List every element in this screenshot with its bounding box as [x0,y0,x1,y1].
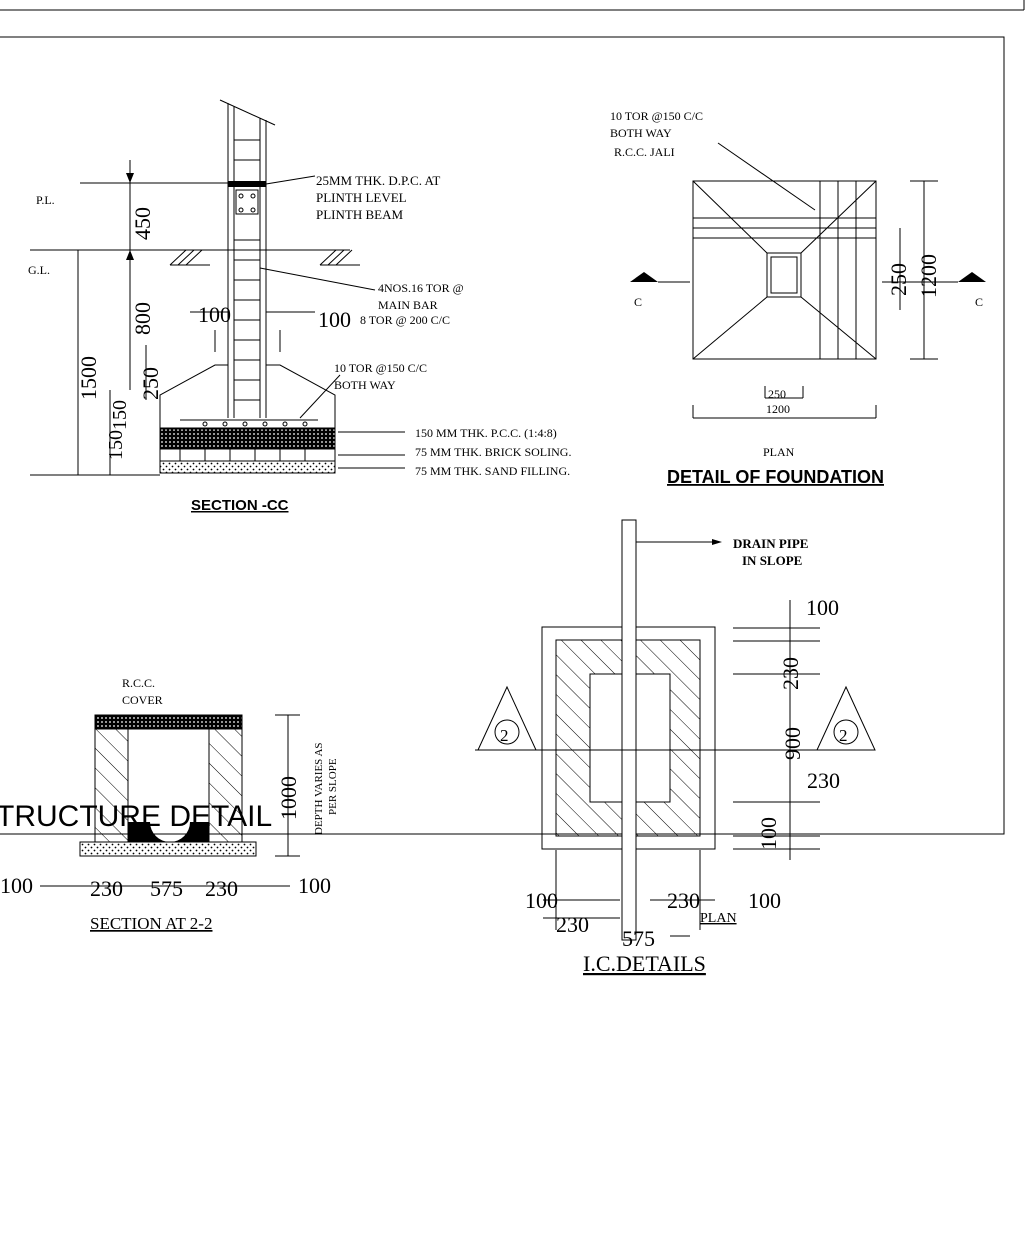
depth-note-2: PER SLOPE [327,758,339,815]
dpc-layer [228,181,266,187]
note-bar-3: 8 TOR @ 200 C/C [360,313,450,327]
foundation-title: DETAIL OF FOUNDATION [667,467,884,487]
footing-bars [202,421,308,427]
fp-note-2: BOTH WAY [610,126,672,140]
foundation-plan: 10 TOR @150 C/C BOTH WAY R.C.C. JALI C C… [610,109,986,487]
section-mark-right-label: 2 [839,726,848,745]
ic-dim-100-bot: 100 [756,817,781,850]
ic-dim-900: 900 [780,727,805,760]
s22-dim-230-l: 230 [90,876,123,901]
sand-filling [159,460,336,474]
ic-dim-100-top: 100 [806,595,839,620]
drain-pipe [621,519,637,941]
dim-100-left: 100 [198,302,231,327]
fp-dim-250-v: 250 [886,263,911,296]
s22-dim-230-r: 230 [205,876,238,901]
note-dpc-2: PLINTH LEVEL [316,190,407,205]
note-dpc-3: PLINTH BEAM [316,207,403,222]
wall-left [94,728,129,843]
channel-bed [128,822,209,842]
ic-dim-230-l: 230 [556,912,589,937]
footing-square [692,180,877,360]
gl-label: G.L. [28,263,50,277]
s22-dim-100-r: 100 [298,873,331,898]
s22-dim-575: 575 [150,876,183,901]
ic-dim-230-r: 230 [667,888,700,913]
section-mark-right [816,685,876,751]
cover-label-1: R.C.C. [122,676,155,690]
note-dpc-1: 25MM THK. D.P.C. AT [316,173,440,188]
fp-plan-label: PLAN [763,445,795,459]
section-22: R.C.C. COVER 1000 DEPTH VARIES AS PER SL… [0,676,339,933]
note-bar-2: MAIN BAR [378,298,438,312]
section-mark-left-label: 2 [500,726,509,745]
note-bar-1: 4NOS.16 TOR @ [378,281,464,295]
layer-brick: 75 MM THK. BRICK SOLING. [415,445,571,459]
cover-label-2: COVER [122,693,163,707]
section-22-title: SECTION AT 2-2 [90,914,212,933]
layer-pcc: 150 MM THK. P.C.C. (1:4:8) [415,426,557,440]
s22-dim-100-l: 100 [0,873,33,898]
depth-note-1: DEPTH VARIES AS [313,742,325,835]
dim-100-right: 100 [318,307,351,332]
wall-right [208,728,243,843]
layer-sand: 75 MM THK. SAND FILLING. [415,464,570,478]
main-frame [0,36,1005,835]
column-inner [770,256,798,294]
ic-title: I.C.DETAILS [583,951,706,976]
ground-hatch [169,249,360,266]
ic-dim-230-top: 230 [778,657,803,690]
pcc-layer [159,428,336,450]
dim-150: 150 [105,430,127,460]
section-cc-title: SECTION -CC [191,497,289,514]
wall-ties [234,139,260,401]
cut-label-left: C [634,295,642,309]
note-tor-1: 10 TOR @150 C/C [334,361,427,375]
note-tor-2: BOTH WAY [334,378,396,392]
section-mark-left [477,685,537,751]
drain-label-2: IN SLOPE [742,553,802,568]
ic-dim-100-l: 100 [525,888,558,913]
fp-dim-250-h: 250 [768,387,786,401]
dim-450: 450 [130,207,155,240]
section-cc: P.L. G.L. 450 800 1500 250 150 150 100 1… [28,99,571,514]
ic-plan-label: PLAN [700,911,737,926]
dim-800: 800 [130,302,155,335]
dim-1000: 1000 [276,776,301,820]
footing-outline [159,364,336,429]
dim-1500: 1500 [76,356,101,400]
ic-dim-230-mid: 230 [807,768,840,793]
ic-dim-575: 575 [622,926,655,951]
cut-arrow-right [958,272,986,282]
brick-soling [159,448,336,462]
fp-dim-1200-v: 1200 [916,254,941,298]
fp-note-3: R.C.C. JALI [614,145,675,159]
cut-label-right: C [975,295,983,309]
drain-label-1: DRAIN PIPE [733,536,808,551]
top-frame [0,0,1025,11]
ic-dim-100-r: 100 [748,888,781,913]
dim-150-b: 150 [109,400,131,430]
fp-note-1: 10 TOR @150 C/C [610,109,703,123]
cut-arrow-left [630,272,658,282]
fp-dim-1200-h: 1200 [766,402,790,416]
rcc-cover [94,714,243,730]
dim-250: 250 [138,367,163,400]
plinth-beam [235,189,259,215]
column-outer [766,252,802,298]
ic-details: DRAIN PIPE IN SLOPE 100 230 900 230 100 … [475,519,876,976]
sheet-title: TRUCTURE DETAIL [0,800,272,833]
base-slab [79,841,257,857]
pl-label: P.L. [36,193,55,207]
